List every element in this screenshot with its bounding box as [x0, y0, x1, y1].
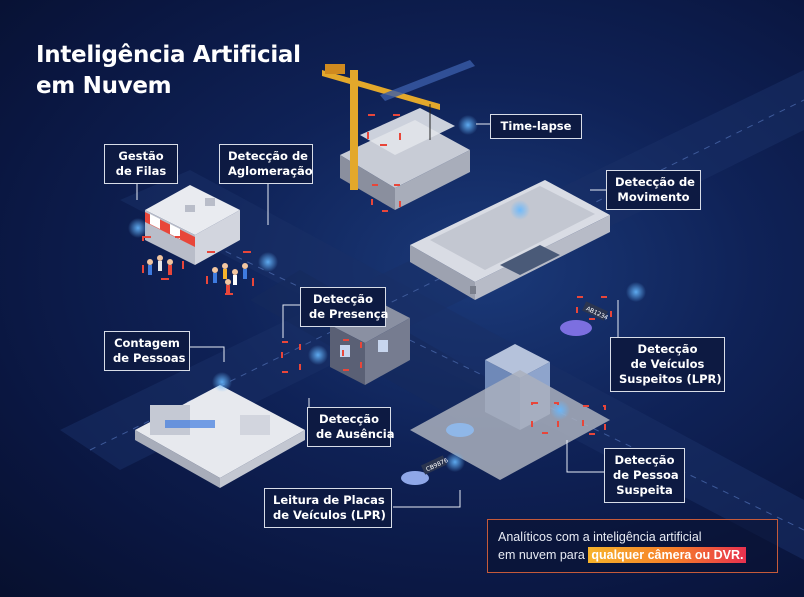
label-presenca-line-2: de Presença: [309, 307, 389, 321]
label-pessoa-line-2: de Pessoa: [613, 468, 679, 482]
plate-cb9876: CB9876: [421, 455, 449, 475]
label-ausencia-line-2: de Ausência: [316, 427, 395, 441]
label-deteccao-presenca: Detecção de Presença: [300, 287, 389, 327]
label-placas-line-2: de Veículos (LPR): [273, 508, 386, 522]
label-contagem-line-2: de Pessoas: [113, 351, 186, 365]
label-ausencia-line-1: Detecção: [319, 412, 379, 426]
label-veiculos-line-1: Detecção: [637, 342, 698, 356]
shop-building: [145, 185, 240, 265]
tower-building: [401, 320, 610, 485]
camera-glows: [128, 115, 646, 472]
footer-callout: Analíticos com a inteligência artificial…: [487, 519, 778, 573]
label-contagem-pessoas: Contagem de Pessoas: [104, 331, 190, 371]
title-line-1: Inteligência Artificial: [36, 42, 301, 68]
label-gestao-line-2: de Filas: [115, 164, 167, 178]
plate-ab1234: AB1234: [582, 301, 609, 322]
label-contagem-line-1: Contagem: [114, 336, 180, 350]
footer-line-1: Analíticos com a inteligência artificial: [498, 530, 702, 544]
footer-highlight: qualquer câmera ou DVR.: [588, 547, 747, 563]
label-deteccao-ausencia: Detecção de Ausência: [307, 407, 395, 447]
office-building: [410, 180, 610, 300]
label-placas-line-1: Leitura de Placas: [273, 493, 385, 507]
title-line-2: em Nuvem: [36, 73, 172, 99]
footer-line-2-prefix: em nuvem para: [498, 548, 585, 562]
label-deteccao-veiculos-suspeitos: Detecção de Veículos Suspeitos (LPR): [610, 337, 725, 392]
label-veiculos-line-3: Suspeitos (LPR): [619, 372, 722, 386]
label-deteccao-movimento: Detecção de Movimento: [606, 170, 701, 210]
label-aglomeracao-line-1: Detecção de: [228, 149, 308, 163]
label-presenca-line-1: Detecção: [313, 292, 373, 306]
label-leitura-placas: Leitura de Placas de Veículos (LPR): [264, 488, 392, 528]
construction-site: [322, 60, 475, 210]
detection-boxes: [142, 114, 612, 435]
crowd: [147, 255, 248, 295]
label-aglomeracao-line-2: Aglomeração: [228, 164, 313, 178]
label-gestao-line-1: Gestão: [118, 149, 164, 163]
label-time-lapse-line-1: Time-lapse: [500, 119, 572, 133]
label-pessoa-line-1: Detecção: [614, 453, 675, 467]
label-connectors: [136, 123, 619, 508]
store-interior: [135, 385, 305, 488]
label-pessoa-line-3: Suspeita: [616, 483, 673, 497]
footer-line-2: em nuvem para qualquer câmera ou DVR.: [498, 546, 767, 564]
label-veiculos-line-2: de Veículos: [630, 357, 705, 371]
label-gestao-de-filas: Gestão de Filas: [104, 144, 178, 184]
label-movimento-line-2: Movimento: [617, 190, 690, 204]
label-movimento-line-1: Detecção de: [615, 175, 695, 189]
label-deteccao-aglomeracao: Detecção de Aglomeração: [219, 144, 313, 184]
label-time-lapse: Time-lapse: [490, 114, 582, 139]
label-deteccao-pessoa-suspeita: Detecção de Pessoa Suspeita: [604, 448, 685, 503]
page-title: Inteligência Artificial em Nuvem: [36, 40, 336, 102]
